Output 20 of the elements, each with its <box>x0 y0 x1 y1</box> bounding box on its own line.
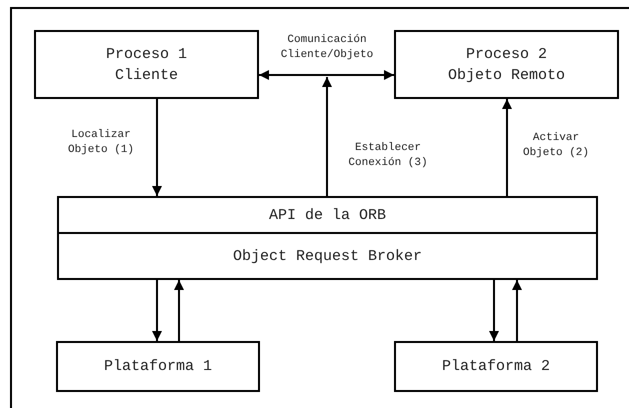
arrow <box>152 99 162 196</box>
node-label: Proceso 1 Cliente <box>104 44 188 86</box>
platform-box <box>394 341 598 392</box>
arrow <box>259 70 394 80</box>
arrow <box>489 280 499 341</box>
node-label: API de la ORB <box>268 206 386 226</box>
platform-box <box>56 341 260 392</box>
node-label: Plataforma 2 <box>442 357 550 377</box>
broker-box <box>57 232 598 280</box>
arrow <box>152 280 162 341</box>
arrow <box>502 99 512 196</box>
arrow <box>174 280 184 341</box>
node-label: Object Request Broker <box>232 246 422 266</box>
arrow <box>512 280 522 341</box>
process-box <box>34 30 259 99</box>
process-box <box>394 30 619 99</box>
node-label: Proceso 2 Objeto Remoto <box>446 44 566 86</box>
node-label: Plataforma 1 <box>104 357 212 377</box>
arrow <box>322 77 332 196</box>
api-layer-box <box>57 196 598 234</box>
